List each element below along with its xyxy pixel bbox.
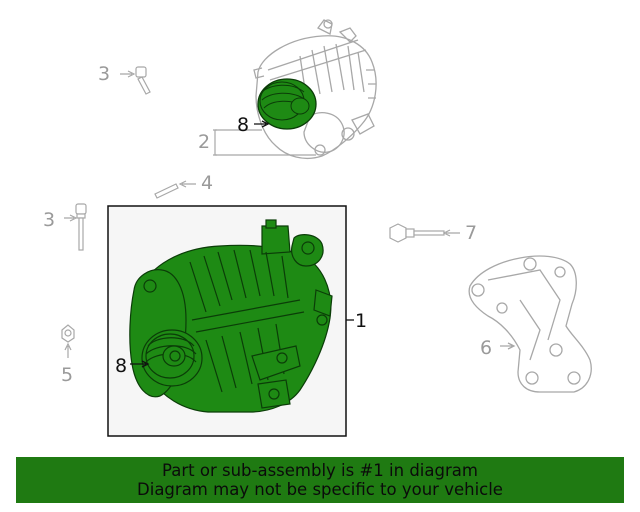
arrow-8-top [254, 120, 270, 128]
banner-line-2: Diagram may not be specific to your vehi… [137, 480, 503, 499]
bolt-3-top [120, 66, 151, 95]
callout-1: 1 [355, 310, 368, 332]
stud-7 [389, 223, 460, 243]
pin-4 [154, 180, 196, 199]
callout-6: 6 [480, 337, 493, 359]
callout-3-mid: 3 [43, 209, 56, 231]
callout-8-main: 8 [115, 355, 128, 377]
main-alternator [129, 219, 333, 413]
bolt-3-mid [64, 203, 87, 251]
arrow-8-main [130, 360, 150, 368]
callout-7: 7 [465, 222, 478, 244]
banner-line-1: Part or sub-assembly is #1 in diagram [162, 461, 478, 480]
callout-8-top: 8 [237, 114, 250, 136]
callout-4: 4 [201, 172, 214, 194]
callout-2: 2 [198, 131, 211, 153]
bracket-6 [468, 255, 592, 393]
parts-diagram [61, 19, 592, 437]
nut-5 [61, 324, 75, 358]
info-banner: Part or sub-assembly is #1 in diagram Di… [16, 457, 624, 503]
leader-lines-top [213, 129, 316, 156]
callout-5: 5 [61, 364, 74, 386]
callout-3-top: 3 [98, 63, 111, 85]
reference-pulley [257, 78, 317, 130]
